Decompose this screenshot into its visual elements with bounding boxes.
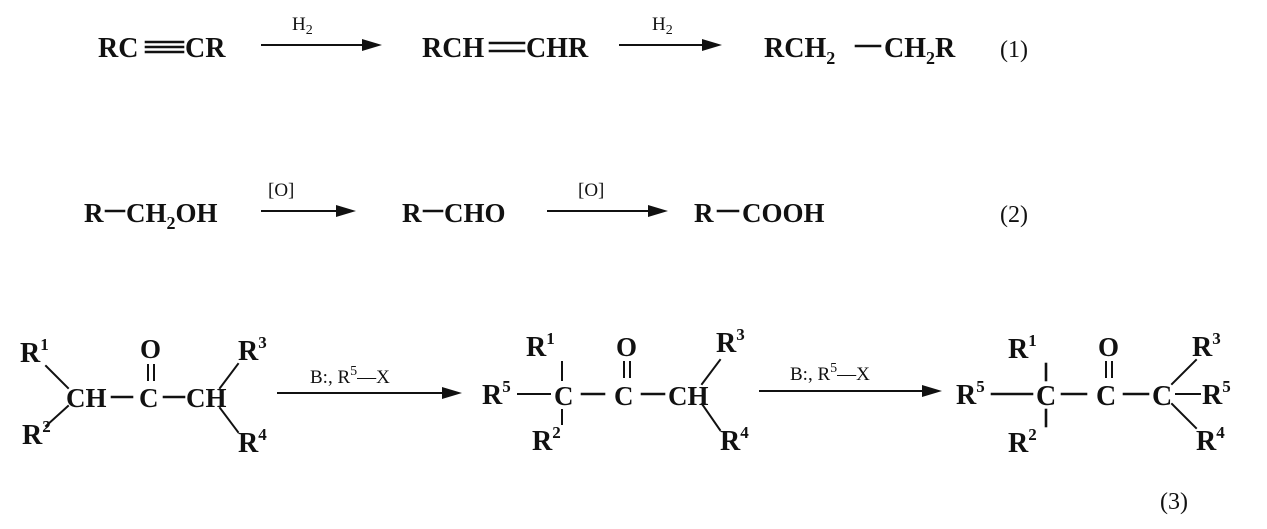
reaction-number-2: (2) <box>1000 202 1028 228</box>
aldehyde-cho: CHO <box>444 198 506 228</box>
substituent-r1: R1 <box>526 329 555 363</box>
bond-line <box>1170 402 1198 430</box>
oxidant-2: [O] <box>578 180 604 201</box>
reaction-2: R CH2OH [O] R CHO [O] R COOH (2) <box>84 180 1028 233</box>
arrow-6-head <box>922 385 942 397</box>
substituent-r5-left: R5 <box>956 377 985 411</box>
reaction-number-3: (3) <box>1160 489 1188 515</box>
bond-line <box>1170 358 1198 386</box>
structure-ketone: R1 R2 CH O C CH R3 R4 <box>20 333 267 459</box>
bond-line <box>700 358 722 386</box>
reagent-h2-1: H2 <box>292 14 313 38</box>
reaction-3: R1 R2 CH O C CH R3 R4 B:, R5—X R1 R5 <box>20 325 1231 515</box>
bond-line <box>218 406 240 434</box>
structure-dialkylated: R1 R5 C R2 O C C R3 R5 R4 <box>956 329 1231 459</box>
arrow-2-head <box>702 39 722 51</box>
reagent-base-alkylhalide-1: B:, R5—X <box>310 364 390 388</box>
structure-monoalkylated: R1 R5 C R2 O C CH R3 R4 <box>482 325 749 457</box>
carbonyl-oxygen: O <box>616 332 637 362</box>
reaction-1: RC CR H2 RCH CHR H2 RCH2 CH2R (1) <box>98 14 1028 68</box>
reaction-number-1: (1) <box>1000 37 1028 63</box>
arrow-4-head <box>648 205 668 217</box>
bond-line <box>44 404 70 428</box>
alpha-ch-right: CH <box>668 381 709 411</box>
arrow-3-head <box>336 205 356 217</box>
carbonyl-oxygen: O <box>1098 332 1119 362</box>
substituent-r2: R2 <box>1008 425 1037 459</box>
carbonyl-carbon: C <box>139 383 159 413</box>
substituent-r2: R2 <box>532 423 561 457</box>
substituent-r4: R4 <box>238 425 267 459</box>
substituent-r4: R4 <box>1196 423 1225 457</box>
reagent-base-alkylhalide-2: B:, R5—X <box>790 361 870 385</box>
alkane-left: RCH2 <box>764 33 835 68</box>
alkene-right: CHR <box>526 33 589 64</box>
quaternary-carbon-left: C <box>1036 381 1056 412</box>
acid-r: R <box>694 198 714 228</box>
quaternary-carbon-right: C <box>1152 381 1172 412</box>
alkyne-right: CR <box>185 33 226 64</box>
substituent-r5: R5 <box>482 377 511 411</box>
bond-line <box>44 364 70 390</box>
reagent-h2-2: H2 <box>652 14 673 38</box>
arrow-5-head <box>442 387 462 399</box>
alkane-right: CH2R <box>884 33 956 68</box>
alcohol-r: R <box>84 198 104 228</box>
substituent-r3: R3 <box>1192 329 1221 363</box>
oxidant-1: [O] <box>268 180 294 201</box>
aldehyde-r: R <box>402 198 422 228</box>
substituent-r5-right: R5 <box>1202 377 1231 411</box>
carbonyl-carbon: C <box>1096 381 1116 412</box>
substituent-r1: R1 <box>20 335 49 369</box>
quaternary-carbon: C <box>554 381 574 411</box>
carbonyl-carbon: C <box>614 381 634 411</box>
substituent-r2: R2 <box>22 417 51 451</box>
alkyne-left: RC <box>98 33 138 64</box>
bond-line <box>700 402 722 432</box>
substituent-r4: R4 <box>720 423 749 457</box>
alcohol-rest: CH2OH <box>126 198 218 233</box>
bond-line <box>218 362 240 390</box>
substituent-r1: R1 <box>1008 331 1037 365</box>
acid-cooh: COOH <box>742 198 825 228</box>
alpha-ch-left: CH <box>66 383 107 413</box>
carbonyl-oxygen: O <box>140 334 161 364</box>
substituent-r3: R3 <box>716 325 745 359</box>
substituent-r3: R3 <box>238 333 267 367</box>
arrow-1-head <box>362 39 382 51</box>
alkene-left: RCH <box>422 33 484 64</box>
